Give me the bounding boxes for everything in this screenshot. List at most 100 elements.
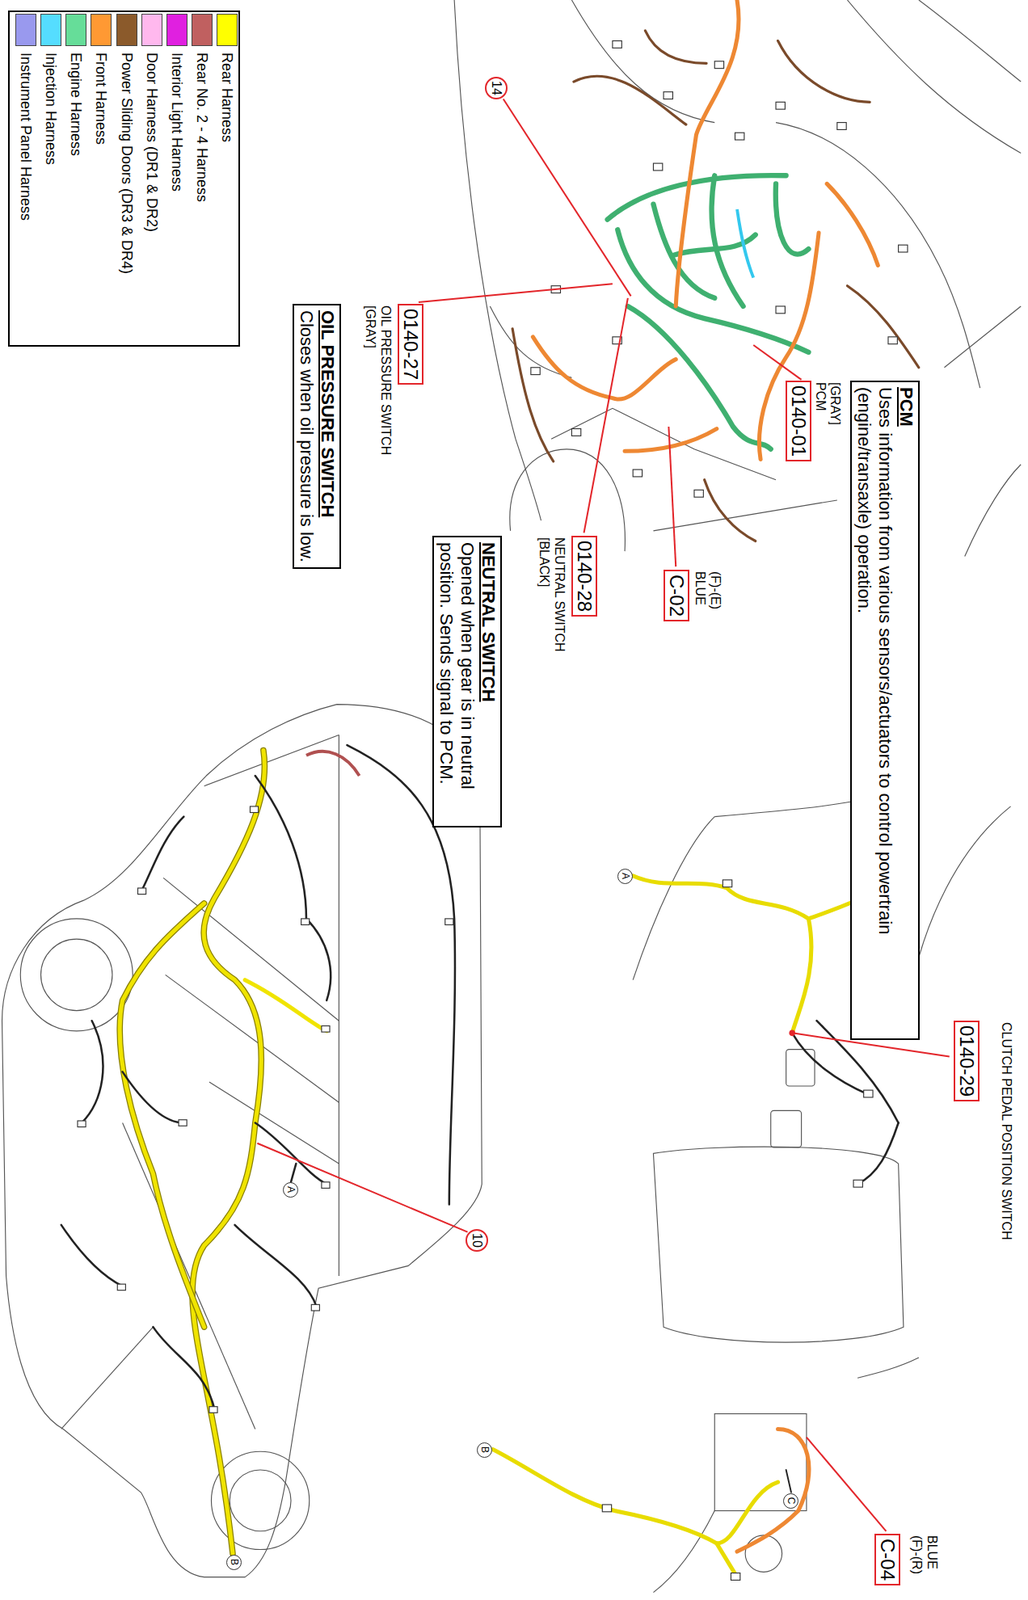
- legend-text: Power Sliding Doors (DR3 & DR4): [118, 52, 135, 274]
- wire: [737, 1428, 809, 1552]
- legend-swatch: [15, 13, 37, 47]
- legend-text: Engine Harness: [67, 52, 85, 156]
- connector-code: C-02: [663, 569, 690, 622]
- reference-letter: A: [618, 868, 634, 885]
- leader-line: [584, 298, 628, 534]
- dash-line: [632, 817, 715, 981]
- wire: [778, 41, 871, 103]
- windshield-line: [846, 0, 1021, 153]
- chassis-line: [653, 500, 837, 531]
- note-heading: OIL PRESSURE SWITCH: [316, 310, 338, 563]
- wire: [704, 480, 756, 542]
- plug: [602, 1504, 611, 1513]
- plug: [722, 880, 732, 888]
- node-text: C-02: [665, 574, 688, 617]
- pillar-line: [338, 735, 340, 1277]
- node-text: 0140-29: [955, 1025, 978, 1097]
- node-text: 0140-01: [787, 385, 810, 457]
- plug: [714, 61, 724, 69]
- wire: [716, 1543, 738, 1578]
- plug: [321, 1182, 330, 1189]
- node-text: B: [229, 1558, 241, 1566]
- leader-line: [503, 99, 632, 297]
- wire: [532, 337, 676, 400]
- wire: [512, 328, 554, 462]
- wire: [235, 1225, 317, 1307]
- wire: [607, 175, 787, 220]
- plug: [837, 122, 847, 131]
- body-line: [964, 464, 1021, 557]
- plug: [775, 101, 785, 110]
- part-label: OIL PRESSURE SWITCH: [378, 303, 393, 457]
- leader-lines: [257, 99, 949, 1532]
- legend-swatch: [166, 13, 188, 47]
- pillar-line: [165, 974, 340, 1103]
- windshield-line: [918, 0, 1021, 82]
- console: [653, 1146, 903, 1343]
- car-outline: [2, 704, 483, 1578]
- wire: [492, 1449, 778, 1544]
- floor-line: [857, 1357, 919, 1378]
- plug: [863, 1090, 873, 1098]
- plug: [138, 888, 147, 895]
- wire: [644, 30, 707, 64]
- legend-row: Rear Harness: [215, 13, 239, 143]
- callout-number: 10: [465, 1229, 489, 1252]
- wire: [624, 429, 717, 452]
- legend-text: Rear No. 2 - 4 Harness: [193, 52, 211, 203]
- wheel: [20, 918, 133, 1032]
- body-line: [454, 0, 516, 439]
- wire: [81, 1020, 103, 1123]
- part-label: PCM: [813, 380, 828, 413]
- plug: [694, 489, 704, 498]
- wire-shadow: [192, 749, 265, 1554]
- plug: [321, 1026, 330, 1033]
- plug: [775, 306, 785, 314]
- cabin-harness: [492, 876, 898, 1578]
- legend-row: Door Harness (DR1 & DR2): [140, 13, 164, 232]
- plug: [853, 1179, 863, 1188]
- wire: [122, 1071, 185, 1123]
- part-label: NEUTRAL SWITCH: [551, 535, 567, 654]
- node-text: C: [786, 1497, 797, 1505]
- wire: [143, 817, 185, 889]
- plug: [571, 429, 581, 437]
- grommet: [745, 1535, 782, 1572]
- reference-letter: B: [477, 1442, 493, 1458]
- wire: [857, 1123, 899, 1185]
- connector-code: C-04: [874, 1533, 901, 1586]
- legend-text: Interior Light Harness: [168, 52, 186, 192]
- wire: [255, 775, 307, 919]
- pillar-line: [61, 1327, 154, 1429]
- wheel-arch: [509, 449, 626, 552]
- legend-row: Instrument Panel Harness: [14, 13, 38, 221]
- part-label: BLUE: [924, 1533, 940, 1572]
- part-label: [GRAY]: [827, 380, 843, 427]
- legend-row: Rear No. 2 - 4 Harness: [190, 13, 214, 203]
- chassis-line: [489, 306, 572, 378]
- wheel-rim: [229, 1470, 291, 1532]
- firewall-line: [908, 806, 1011, 1001]
- chassis-line: [551, 408, 776, 480]
- wire: [573, 75, 687, 125]
- black-wires: [61, 745, 456, 1409]
- legend-swatch: [91, 13, 113, 47]
- legend-text: Front Harness: [93, 52, 110, 145]
- connector-code: 0140-28: [571, 535, 598, 617]
- legend-row: Engine Harness: [64, 13, 88, 156]
- connector-plugs: [77, 806, 454, 1413]
- leader-line: [668, 426, 676, 567]
- legend-swatch: [65, 13, 87, 47]
- cabin-outline: [632, 796, 1011, 1593]
- note-body: Opened when gear is in neutral position.…: [435, 542, 478, 822]
- wire: [306, 918, 331, 1001]
- legend-row: Interior Light Harness: [165, 13, 189, 192]
- legend-swatch: [191, 13, 213, 47]
- front-harness: [532, 0, 878, 460]
- note-body: Uses information from various sensors/ac…: [853, 387, 896, 1034]
- connector-code: 0140-29: [953, 1020, 980, 1102]
- plug: [653, 163, 662, 171]
- reference-letter: B: [227, 1554, 243, 1571]
- node-text: 10: [469, 1233, 485, 1248]
